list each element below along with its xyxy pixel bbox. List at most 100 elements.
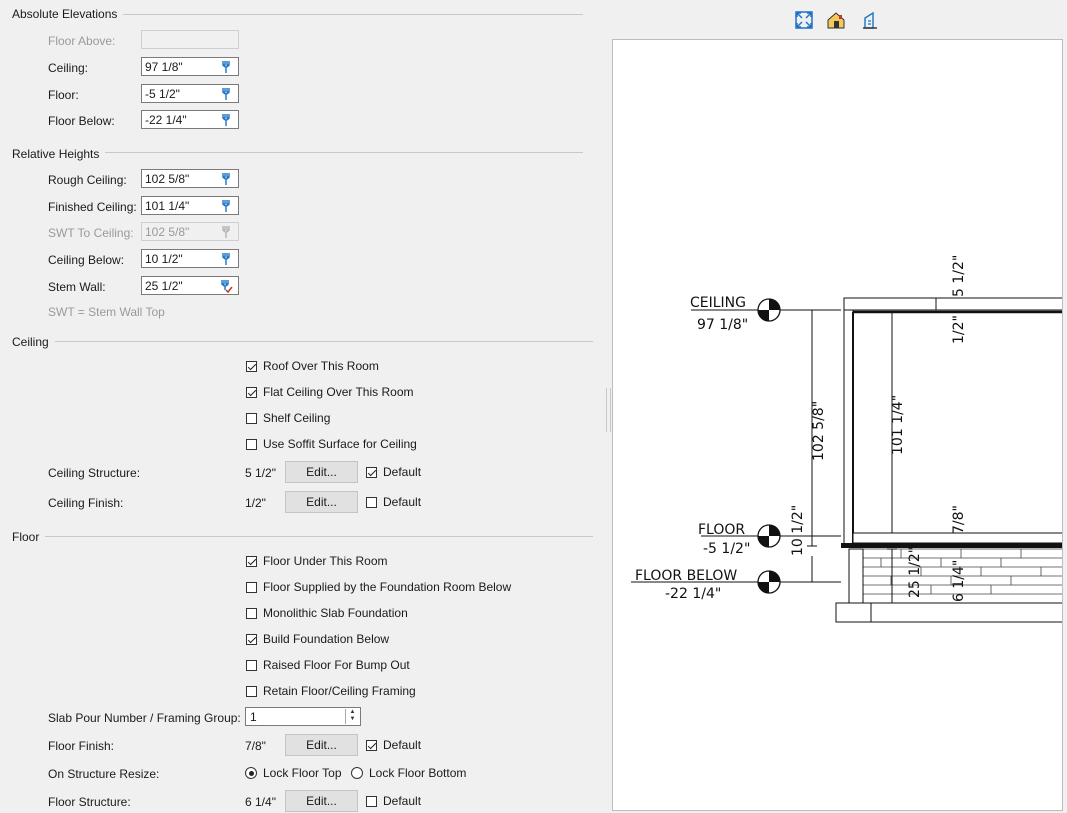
checkbox[interactable] [246, 555, 257, 567]
floor-section-title: Floor [12, 530, 46, 544]
floor-above-label: Floor Above: [48, 34, 116, 48]
absolute-elevations-title: Absolute Elevations [12, 7, 124, 21]
floor-marker-icon [757, 524, 781, 548]
floor-below-tag-value: -22 1/4" [665, 586, 721, 602]
ceiling-below-label: Ceiling Below: [48, 253, 125, 267]
checkbox[interactable] [366, 496, 377, 508]
dimension-lines [807, 309, 897, 604]
ceiling-field[interactable]: 97 1/8" [141, 57, 239, 76]
floor-tag-value: -5 1/2" [703, 541, 750, 557]
finished-ceiling-dim: 101 1/4" [890, 395, 906, 455]
ceiling-structure-value: 5 1/2" [245, 466, 276, 480]
ceiling-finish-dim: 1/2" [951, 315, 967, 344]
ceiling-label: Ceiling: [48, 61, 89, 75]
swt-to-ceiling-field: 102 5/8" [141, 222, 239, 241]
wrench-icon[interactable] [219, 87, 233, 101]
checkbox[interactable] [246, 659, 257, 671]
floor-below-label: Floor Below: [48, 114, 115, 128]
floor-finish-default-checkbox[interactable]: Default [366, 737, 421, 753]
checkbox[interactable] [366, 466, 377, 478]
checkbox[interactable] [246, 438, 257, 450]
checkbox[interactable] [246, 360, 257, 372]
floor-tag: FLOOR [698, 522, 745, 538]
floor-field[interactable]: -5 1/2" [141, 84, 239, 103]
ceiling-finish-edit-button[interactable]: Edit... [285, 491, 358, 513]
floor-below-field[interactable]: -22 1/4" [141, 110, 239, 129]
section-drawing: CEILING 97 1/8" FLOOR -5 1/2" FLOOR BELO… [631, 255, 1062, 623]
ceiling-structure-edit-button[interactable]: Edit... [285, 461, 358, 483]
flat-ceiling-checkbox[interactable]: Flat Ceiling Over This Room [246, 384, 414, 400]
floor-structure-default-checkbox[interactable]: Default [366, 793, 421, 809]
build-foundation-checkbox[interactable]: Build Foundation Below [246, 631, 389, 647]
wrench-icon[interactable] [219, 199, 233, 213]
lock-floor-top-radio[interactable]: Lock Floor Top [245, 765, 342, 781]
checkbox[interactable] [366, 795, 377, 807]
ceiling-below-field[interactable]: 10 1/2" [141, 249, 239, 268]
lock-floor-bottom-radio[interactable]: Lock Floor Bottom [351, 765, 466, 781]
ceiling-finish-value: 1/2" [245, 496, 266, 510]
floor-structure-edit-button[interactable]: Edit... [285, 790, 358, 812]
ceiling-tag-value: 97 1/8" [697, 317, 748, 333]
finished-ceiling-field[interactable]: 101 1/4" [141, 196, 239, 215]
wrench-icon[interactable] [219, 113, 233, 127]
wrench-icon[interactable] [219, 252, 233, 266]
raised-floor-checkbox[interactable]: Raised Floor For Bump Out [246, 657, 410, 673]
ceiling-finish-label: Ceiling Finish: [48, 496, 124, 510]
soffit-surface-checkbox[interactable]: Use Soffit Surface for Ceiling [246, 436, 417, 452]
relative-heights-title: Relative Heights [12, 147, 106, 161]
spin-down-icon[interactable]: ▼ [349, 716, 356, 722]
ceiling-structure-default-checkbox[interactable]: Default [366, 464, 421, 480]
footing-shape [835, 602, 1062, 623]
stem-wall-field[interactable]: 25 1/2" [141, 276, 239, 295]
ceiling-structure-dim: 5 1/2" [951, 255, 967, 297]
ceiling-tag: CEILING [690, 295, 746, 311]
wrench-icon[interactable] [219, 172, 233, 186]
wrench-icon[interactable] [219, 60, 233, 74]
stem-wall-dim: 25 1/2" [907, 547, 923, 598]
radio[interactable] [351, 767, 363, 779]
section-view-icon[interactable] [860, 10, 880, 30]
wrench-checked-icon[interactable] [219, 279, 233, 293]
spin-up-icon[interactable]: ▲ [349, 709, 356, 715]
rough-ceiling-field[interactable]: 102 5/8" [141, 169, 239, 188]
fill-window-icon[interactable] [794, 10, 814, 30]
checkbox[interactable] [366, 739, 377, 751]
radio[interactable] [245, 767, 257, 779]
swt-note: SWT = Stem Wall Top [48, 305, 165, 319]
splitter-handle[interactable] [606, 388, 611, 432]
floor-label: Floor: [48, 88, 79, 102]
section-divider [12, 152, 583, 153]
swt-to-ceiling-label: SWT To Ceiling: [48, 226, 134, 240]
shelf-ceiling-checkbox[interactable]: Shelf Ceiling [246, 410, 330, 426]
spinner-buttons[interactable]: ▲ ▼ [345, 709, 359, 724]
floor-finish-edit-button[interactable]: Edit... [285, 734, 358, 756]
ceiling-section-title: Ceiling [12, 335, 55, 349]
section-divider [12, 341, 593, 342]
finished-ceiling-label: Finished Ceiling: [48, 200, 137, 214]
floor-under-room-checkbox[interactable]: Floor Under This Room [246, 553, 388, 569]
ceiling-finish-default-checkbox[interactable]: Default [366, 494, 421, 510]
structure-resize-label: On Structure Resize: [48, 767, 160, 781]
rough-ceiling-dim: 102 5/8" [811, 401, 827, 461]
slab-pour-label: Slab Pour Number / Framing Group: [48, 711, 241, 725]
floor-finish-dim: 7/8" [951, 505, 967, 534]
3d-house-icon[interactable] [826, 10, 846, 30]
checkbox[interactable] [246, 581, 257, 593]
checkbox[interactable] [246, 685, 257, 697]
floor-finish-value: 7/8" [245, 739, 266, 753]
checkbox[interactable] [246, 633, 257, 645]
rough-ceiling-label: Rough Ceiling: [48, 173, 127, 187]
checkbox[interactable] [246, 386, 257, 398]
checkbox[interactable] [246, 607, 257, 619]
ceiling-marker-icon [757, 298, 781, 322]
retain-framing-checkbox[interactable]: Retain Floor/Ceiling Framing [246, 683, 416, 699]
floor-above-field [141, 30, 239, 49]
ceiling-below-dim: 10 1/2" [790, 505, 806, 556]
floor-finish-label: Floor Finish: [48, 739, 115, 753]
monolithic-slab-checkbox[interactable]: Monolithic Slab Foundation [246, 605, 408, 621]
ceiling-structure-shape [843, 297, 1062, 311]
slab-pour-spinner[interactable]: 1 ▲ ▼ [245, 707, 361, 726]
floor-supplied-by-foundation-checkbox[interactable]: Floor Supplied by the Foundation Room Be… [246, 579, 511, 595]
checkbox[interactable] [246, 412, 257, 424]
roof-over-room-checkbox[interactable]: Roof Over This Room [246, 358, 379, 374]
